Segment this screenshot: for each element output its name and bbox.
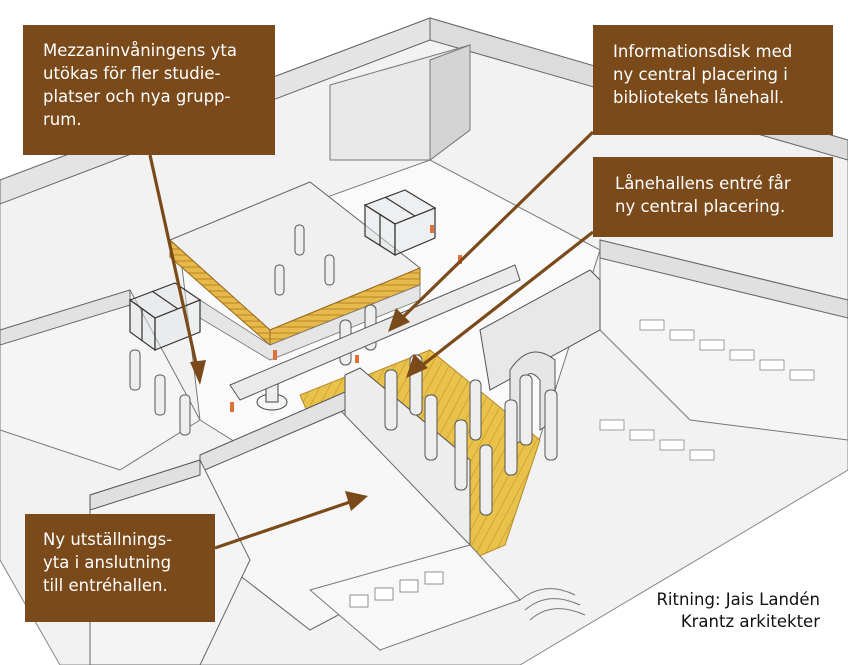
entrance-stairs bbox=[519, 588, 586, 621]
wing-top-room-shadow bbox=[429, 44, 471, 161]
office-desks-right bbox=[599, 319, 815, 461]
callout-info-desk-line: ny central placering i bbox=[613, 65, 788, 84]
bottom-desks bbox=[349, 571, 444, 608]
lower-left-wing-wall bbox=[89, 459, 201, 511]
callout-mezzanine-line: rum. bbox=[43, 110, 82, 129]
callout-exhibition-line: Ny utställnings- bbox=[43, 530, 173, 549]
callout-mezzanine-line: Mezzaninvåningens yta bbox=[43, 41, 237, 60]
lanehall-wall-right bbox=[479, 269, 601, 391]
callout-mezzanine: Mezzaninvåningens yta utökas för fler st… bbox=[23, 25, 275, 155]
bridge-walkway bbox=[229, 264, 521, 401]
callout-info-desk-line: Informationsdisk med bbox=[613, 42, 793, 61]
callout-exhibition: Ny utställnings- yta i anslutning till e… bbox=[25, 514, 215, 622]
group-rooms-left bbox=[128, 282, 202, 352]
callout-arrows bbox=[148, 130, 595, 550]
credit-architects: Krantz arkitekter bbox=[680, 612, 820, 631]
columns bbox=[129, 224, 558, 516]
credit-drawing: Ritning: Jais Landén bbox=[656, 590, 820, 609]
callout-entrance-line: Lånehallens entré får bbox=[615, 174, 791, 193]
callout-exhibition-line: till entréhallen. bbox=[43, 576, 168, 595]
callout-mezzanine-line: platser och nya grupp- bbox=[43, 87, 231, 106]
group-rooms-top bbox=[363, 189, 437, 257]
callout-entrance: Lånehallens entré får ny central placeri… bbox=[593, 157, 833, 237]
callout-info-desk: Informationsdisk med ny central placerin… bbox=[593, 25, 833, 135]
callout-entrance-line: ny central placering. bbox=[615, 197, 786, 216]
callout-mezzanine-line: utökas för fler studie- bbox=[43, 64, 221, 83]
right-wing-wall bbox=[599, 239, 848, 319]
callout-info-desk-line: bibliotekets lånehall. bbox=[613, 88, 785, 107]
callout-exhibition-line: yta i anslutning bbox=[43, 553, 172, 572]
